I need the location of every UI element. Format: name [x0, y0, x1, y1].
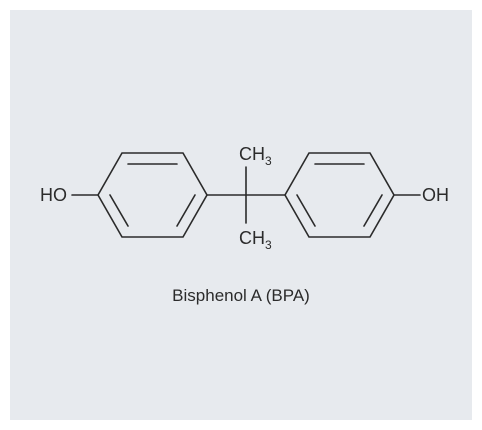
top-methyl-label: CH3 — [239, 144, 272, 168]
right-hydroxyl-label: OH — [422, 185, 449, 205]
top-methyl-base: CH — [239, 144, 265, 164]
left-benzene-ring — [97, 152, 208, 238]
right-benzene-ring — [284, 152, 395, 238]
diagram-panel — [10, 10, 472, 420]
bottom-methyl-base: CH — [239, 228, 265, 248]
bottom-methyl-label: CH3 — [239, 228, 272, 252]
molecule-caption: Bisphenol A (BPA) — [172, 286, 310, 305]
bottom-methyl-subscript: 3 — [265, 238, 272, 252]
left-hydroxyl-label: HO — [40, 185, 67, 205]
top-methyl-subscript: 3 — [265, 154, 272, 168]
